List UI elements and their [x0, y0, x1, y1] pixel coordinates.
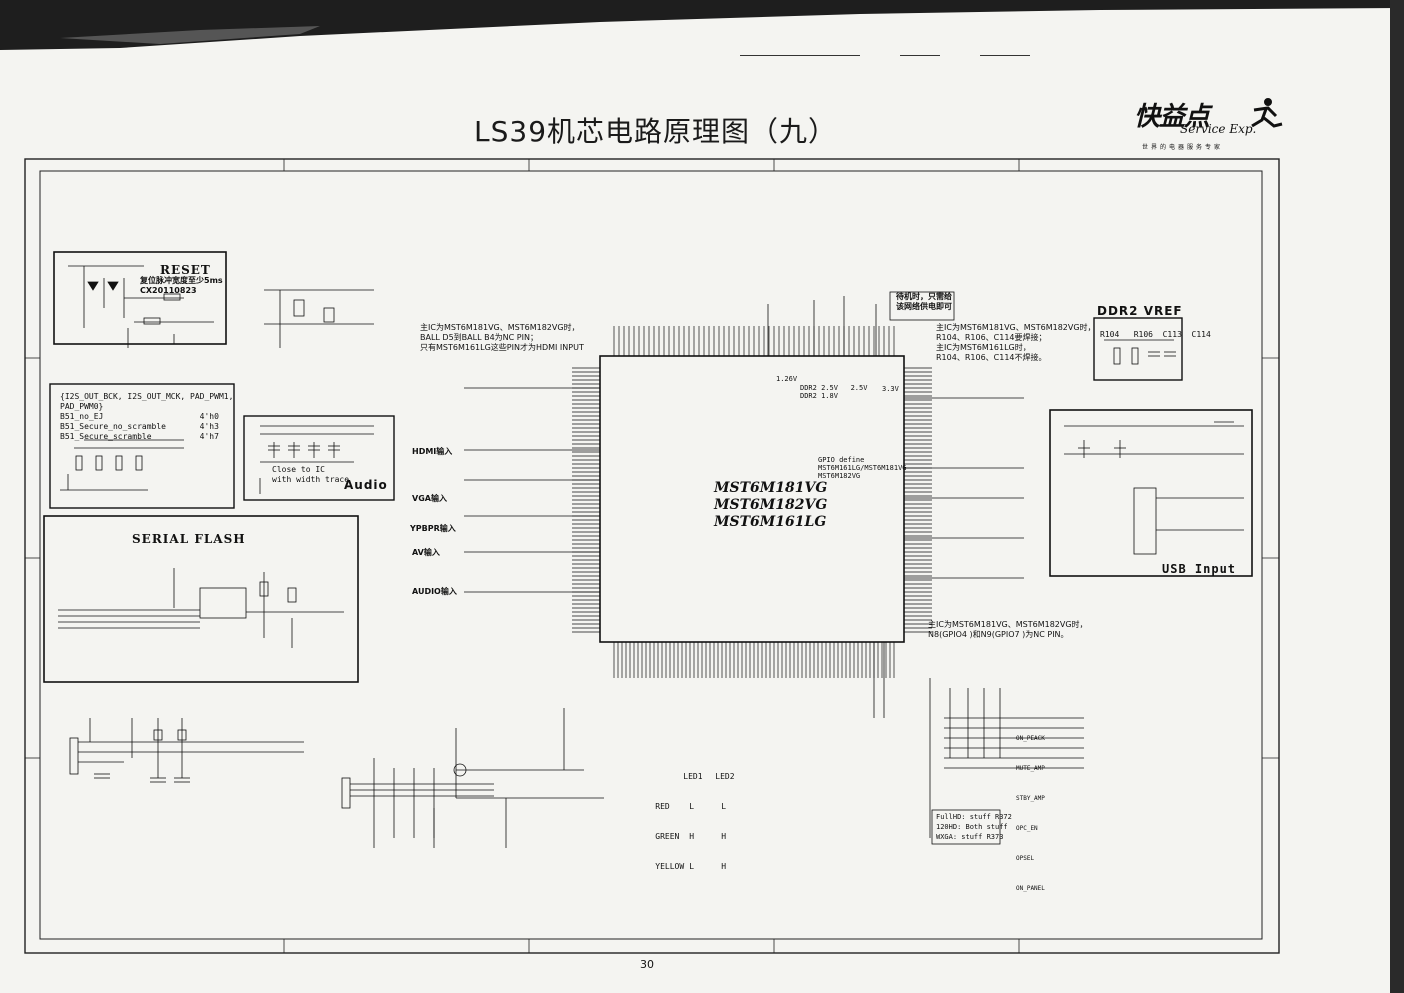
i2s-config-table: {I2S_OUT_BCK, I2S_OUT_MCK, PAD_PWM1, PAD…: [60, 392, 234, 441]
gpio-nc-note: 主IC为MST6M181VG、MST6M182VG时， N8(GPIO4 )和N…: [928, 620, 1088, 639]
led-table-header-led2: LED2: [715, 772, 735, 781]
signal-on-peack: ON_PEACK: [1016, 735, 1045, 742]
brand-logo: 快益点 Service Exp. 世界的电器服务专家: [1134, 96, 1284, 154]
page-title: LS39机芯电路原理图（九）: [474, 115, 838, 148]
input-label-hdmi: HDMI输入: [412, 447, 453, 456]
right-signal-list: ON_PEACK MUTE_AMP STBY_AMP OPC_EN OPSEL …: [1016, 714, 1045, 904]
reset-block-title: RESET: [160, 263, 211, 277]
running-man-icon: [1251, 98, 1283, 128]
led-table-header-led1: LED1: [683, 772, 703, 781]
audio-block-note: Close to IC with width trace: [272, 465, 350, 484]
audio-block-title: Audio: [344, 478, 388, 492]
scan-right-edge: [1390, 0, 1404, 993]
usb-input-title: USB Input: [1162, 562, 1237, 576]
signal-opc-en: OPC_EN: [1016, 825, 1038, 832]
ddr2-vref-parts: R104 R106 C113 C114: [1100, 330, 1211, 339]
logo-brand-text: 快益点: [1134, 102, 1210, 132]
signal-mute-amp: MUTE_AMP: [1016, 765, 1045, 772]
signal-opsel: OPSEL: [1016, 855, 1035, 862]
input-label-av: AV输入: [412, 548, 440, 557]
ddr2-vref-title: DDR2 VREF: [1097, 304, 1183, 318]
standby-note: 待机时，只需给 该网络供电即可: [896, 292, 952, 311]
scan-top-shadow: [0, 0, 1404, 56]
schematic-sheet: [24, 158, 1280, 954]
input-label-vga: VGA输入: [412, 494, 447, 503]
logo-subtitle: Service Exp.: [1180, 122, 1257, 136]
ddr-resistor-note: 主IC为MST6M181VG、MST6M182VG时， R104、R106、C1…: [936, 323, 1096, 362]
gpio-define-label: GPIO define MST6M161LG/MST6M181VG MST6M1…: [818, 456, 907, 480]
hdmi-nc-note: 主IC为MST6M181VG、MST6M182VG时， BALL D5到BALL…: [420, 323, 584, 352]
input-label-audio: AUDIO输入: [412, 587, 457, 596]
rail-126v-label: 1.26V: [776, 375, 798, 383]
signal-stby-amp: STBY_AMP: [1016, 795, 1045, 802]
signal-on-panel: ON_PANEL: [1016, 885, 1045, 892]
stuff-option-note: FullHD: stuff R372 120HD: Both stuff WXG…: [936, 813, 1012, 841]
ddr-rail-labels: DDR2 2.5V 2.5V DDR2 1.8V: [800, 384, 868, 400]
input-label-ypbpr: YPBPR输入: [410, 524, 456, 533]
serial-flash-title: SERIAL FLASH: [132, 532, 246, 546]
main-chip-label: MST6M181VG MST6M182VG MST6M161LG: [714, 480, 828, 530]
logo-tagline: 世界的电器服务专家: [1142, 144, 1224, 151]
rail-33v-label: 3.3V: [882, 385, 899, 393]
reset-block-note: 复位脉冲宽度至少5ms CX20110823: [140, 276, 223, 295]
page-number: 30: [640, 958, 654, 971]
